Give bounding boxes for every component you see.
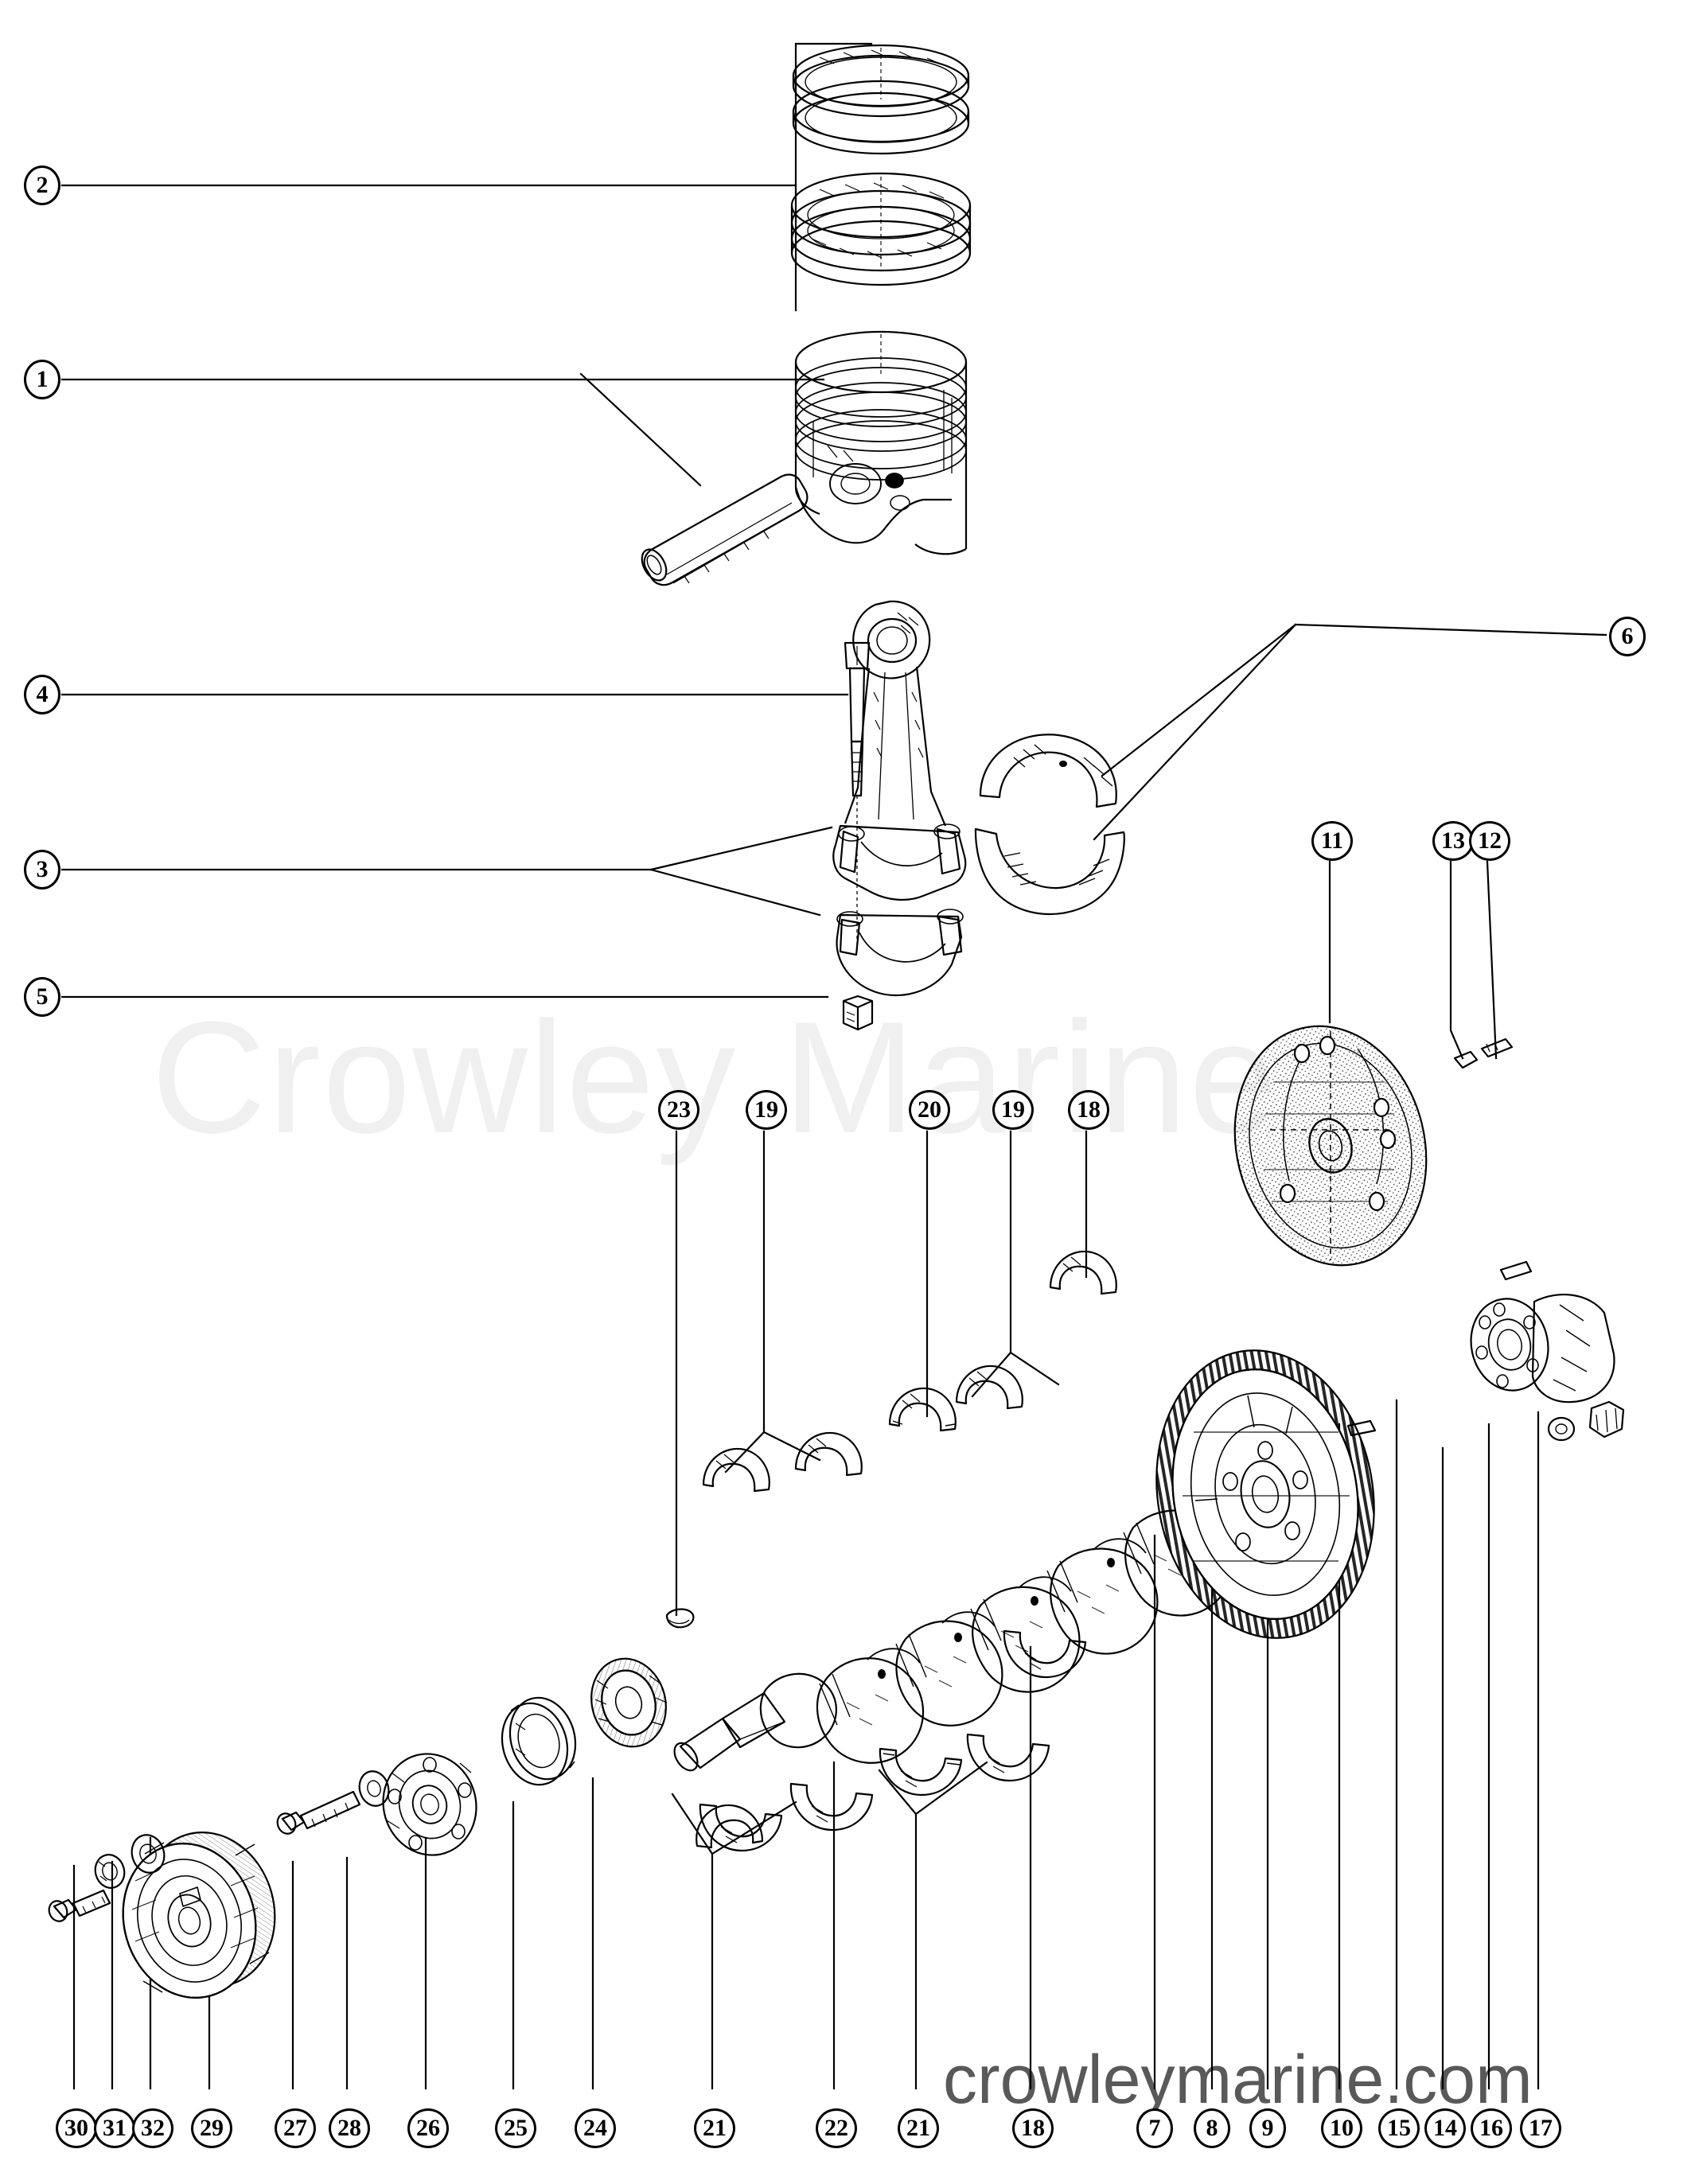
main-bearing-lower-art <box>696 1631 1085 1851</box>
watermark-crowleymarine-com: crowleymarine.com <box>943 2042 1533 2118</box>
callout-21-a[interactable]: 21 <box>694 2108 735 2148</box>
callout-6[interactable]: 6 <box>1609 617 1646 656</box>
callout-10[interactable]: 10 <box>1321 2108 1362 2148</box>
callout-13[interactable]: 13 <box>1432 821 1474 861</box>
callout-28[interactable]: 28 <box>329 2108 370 2148</box>
callout-32[interactable]: 32 <box>132 2108 173 2148</box>
hub-bolt-and-washer-art <box>275 1768 392 1836</box>
callout-20[interactable]: 20 <box>909 1090 950 1130</box>
callout-4[interactable]: 4 <box>24 675 60 714</box>
crankshaft-pulley-damper-art <box>105 1816 293 2014</box>
pulley-bolt-and-washers-art <box>46 1831 169 1924</box>
callout-5[interactable]: 5 <box>24 977 60 1017</box>
crankshaft-timing-gear-art <box>581 1649 676 1755</box>
oil-slinger-art <box>493 1690 585 1793</box>
callout-15[interactable]: 15 <box>1378 2108 1420 2148</box>
callout-19-b[interactable]: 19 <box>992 1090 1034 1130</box>
crankshaft-hub-art <box>372 1742 489 1866</box>
callout-3[interactable]: 3 <box>24 850 60 890</box>
callout-2[interactable]: 2 <box>24 165 60 205</box>
woodruff-key-art <box>667 1610 693 1628</box>
piston-ring-set-art <box>792 45 970 285</box>
callout-27[interactable]: 27 <box>275 2108 316 2148</box>
callout-9[interactable]: 9 <box>1249 2108 1286 2148</box>
engine-coupler-art <box>1463 1262 1623 1440</box>
callout-14[interactable]: 14 <box>1424 2108 1466 2148</box>
crankshaft-art <box>670 1497 1274 1774</box>
wrist-pin-art <box>637 475 807 586</box>
callout-24[interactable]: 24 <box>575 2108 616 2148</box>
watermark-crowley-marine: Crowley Marine <box>151 989 1280 1166</box>
callout-19-a[interactable]: 19 <box>746 1090 787 1130</box>
callout-30[interactable]: 30 <box>56 2108 97 2148</box>
callout-12[interactable]: 12 <box>1469 821 1510 861</box>
callout-29[interactable]: 29 <box>191 2108 232 2148</box>
callout-21-b[interactable]: 21 <box>898 2108 939 2148</box>
callout-18-top[interactable]: 18 <box>1068 1090 1109 1130</box>
main-bearing-upper-art <box>703 1252 1116 1491</box>
callout-25[interactable]: 25 <box>495 2108 536 2148</box>
callout-23[interactable]: 23 <box>658 1090 699 1130</box>
connecting-rod-bolt-art <box>845 643 869 952</box>
callout-7[interactable]: 7 <box>1136 2108 1173 2148</box>
callout-17[interactable]: 17 <box>1520 2108 1561 2148</box>
callout-1[interactable]: 1 <box>24 360 60 399</box>
connecting-rod-art <box>833 601 965 995</box>
flywheel-art <box>1134 1333 1396 1655</box>
callout-18-bot[interactable]: 18 <box>1012 2108 1054 2148</box>
callout-8[interactable]: 8 <box>1194 2108 1230 2148</box>
piston-art <box>796 332 966 554</box>
flywheel-dowel-and-bolt-art <box>1455 1039 1512 1068</box>
callout-22[interactable]: 22 <box>816 2108 857 2148</box>
callout-31[interactable]: 31 <box>94 2108 135 2148</box>
connecting-rod-bearing-art <box>976 734 1124 914</box>
callout-16[interactable]: 16 <box>1471 2108 1512 2148</box>
callout-26[interactable]: 26 <box>407 2108 449 2148</box>
callout-11[interactable]: 11 <box>1311 821 1353 861</box>
